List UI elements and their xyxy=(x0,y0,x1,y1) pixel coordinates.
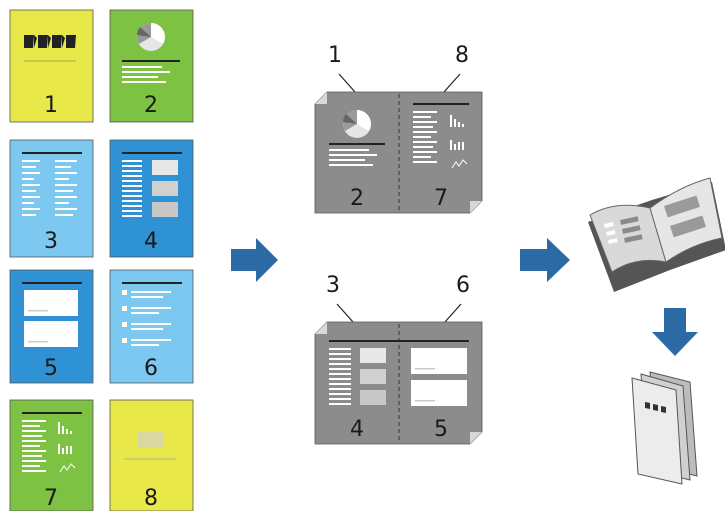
source-page-6: 6 xyxy=(109,269,194,384)
page-number-4: 4 xyxy=(144,229,158,254)
source-page-8: 8 xyxy=(109,399,194,511)
banner-icon xyxy=(24,35,76,48)
callout-3: 3 xyxy=(326,273,340,298)
closed-booklet-icon xyxy=(631,371,698,485)
bar-chart-icon xyxy=(450,115,464,150)
open-booklet-icon xyxy=(588,177,725,292)
source-page-2: 2 xyxy=(109,9,194,123)
sheet-top-right-page: 7 xyxy=(434,186,448,211)
arrow-down-icon xyxy=(652,308,698,356)
page-number-3: 3 xyxy=(44,229,58,254)
arrow-right-icon xyxy=(231,238,278,282)
callout-8: 8 xyxy=(455,43,469,68)
sheet-bottom-right-page: 5 xyxy=(434,417,448,442)
line xyxy=(24,60,76,62)
page-number-6: 6 xyxy=(144,356,158,381)
page-3-bg xyxy=(9,139,94,258)
page-number-2: 2 xyxy=(144,93,158,118)
source-page-3: 3 xyxy=(9,139,94,258)
page-8-bg xyxy=(109,399,194,511)
pie-chart-icon xyxy=(137,23,165,51)
line-chart-icon xyxy=(59,463,76,473)
sheet-bottom-left-page: 4 xyxy=(350,417,364,442)
page-number-7: 7 xyxy=(44,486,58,511)
sheet-bottom: 3 6 4 5 xyxy=(314,273,483,445)
arrow-right-icon xyxy=(520,238,570,282)
sheet-top-left-page: 2 xyxy=(350,186,364,211)
sheet-top: 1 8 xyxy=(314,43,483,214)
pie-chart-icon xyxy=(343,110,371,138)
callout-6: 6 xyxy=(456,273,470,298)
page-number-8: 8 xyxy=(144,486,158,511)
bar-chart-icon xyxy=(58,422,72,454)
page-4-bg xyxy=(109,139,194,258)
callout-1: 1 xyxy=(328,43,342,68)
source-page-7: 7 xyxy=(9,399,94,511)
source-page-1: 1 xyxy=(9,9,94,123)
page-number-1: 1 xyxy=(44,93,58,118)
source-page-4: 4 xyxy=(109,139,194,258)
page-1-bg xyxy=(9,9,94,123)
page-number-5: 5 xyxy=(44,356,58,381)
source-page-5: 5 xyxy=(9,269,94,384)
